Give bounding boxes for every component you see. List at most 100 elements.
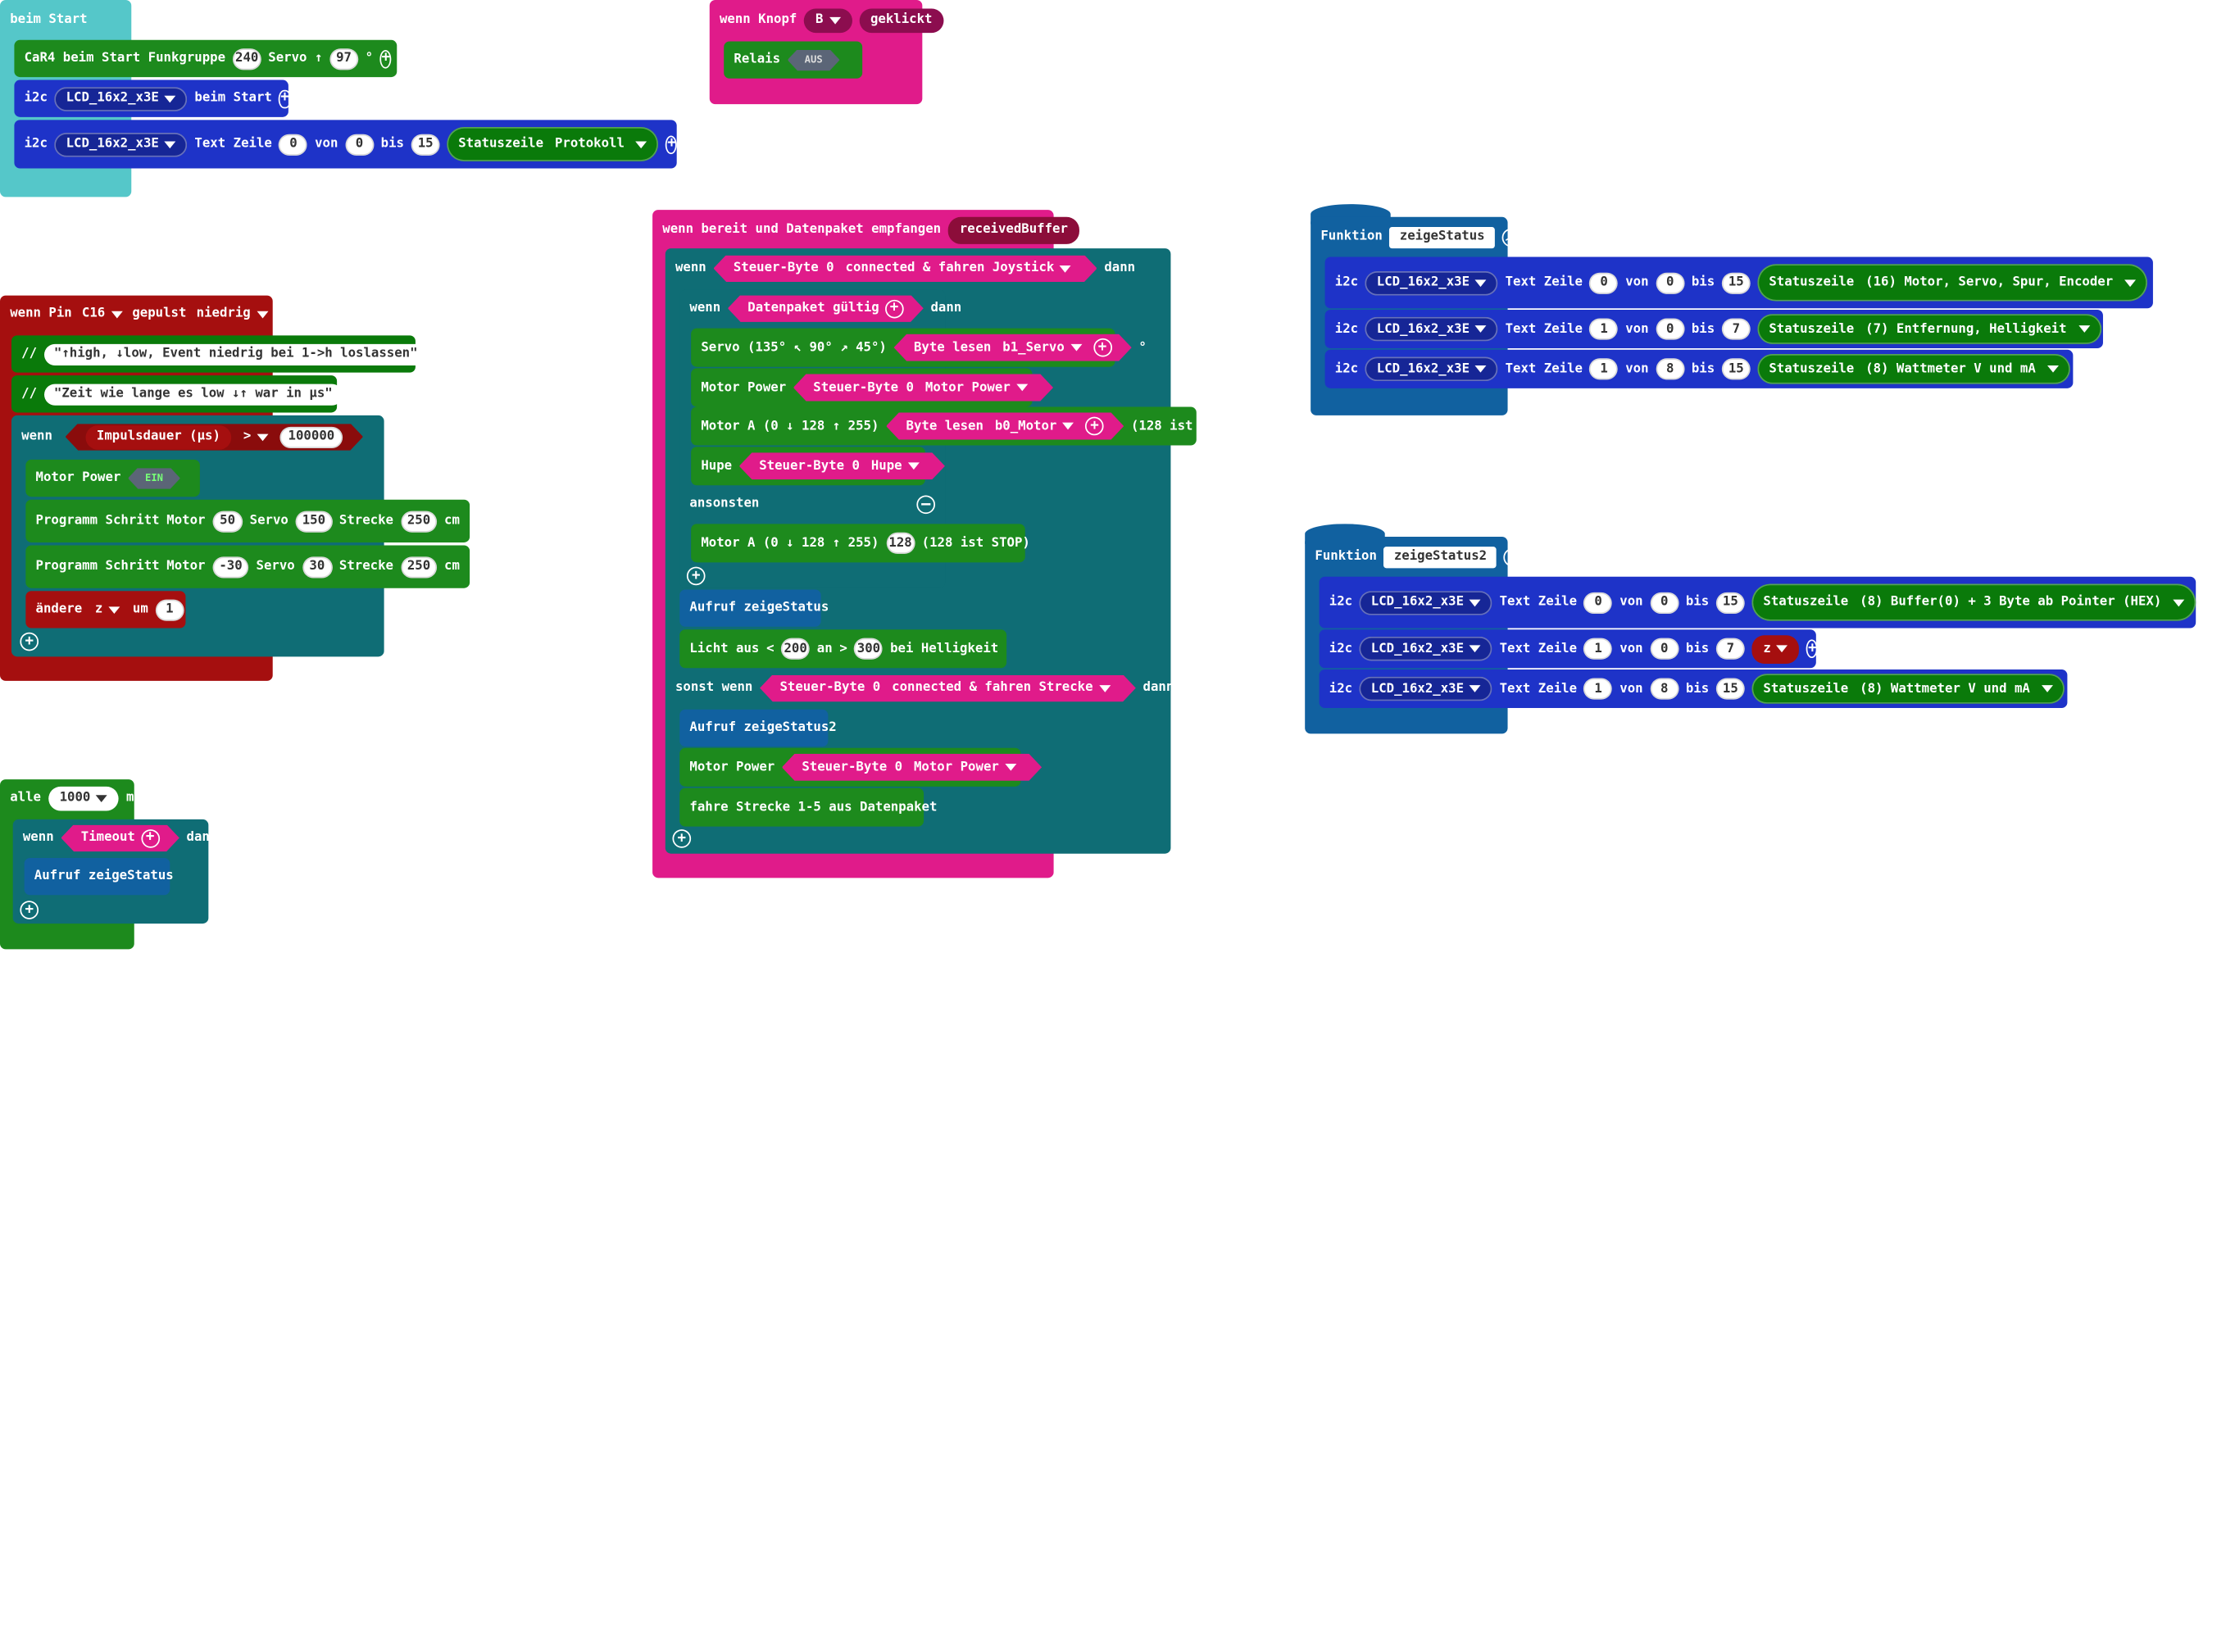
servo-field[interactable]: 97: [329, 48, 358, 70]
lcd-text-block-3[interactable]: i2c LCD_16x2_x3E Text Zeile 1 von 8 bis …: [1319, 669, 2083, 709]
add-else-plus-icon[interactable]: +: [20, 632, 39, 651]
expand-plus-icon[interactable]: +: [2202, 592, 2215, 612]
expand-plus-icon[interactable]: +: [279, 88, 291, 108]
timeout-condition[interactable]: Timeout+: [61, 824, 179, 851]
lcd-text-block-1[interactable]: i2c LCD_16x2_x3E Text Zeile 0 von 0 bis …: [1324, 256, 2166, 309]
program-step-block-2[interactable]: Programm Schritt Motor -30 Servo 30 Stre…: [25, 545, 470, 588]
expand-plus-icon[interactable]: +: [666, 134, 678, 154]
variable-reporter[interactable]: z: [1751, 634, 1800, 664]
to-field[interactable]: 15: [411, 133, 440, 156]
relay-toggle[interactable]: AUS: [788, 49, 840, 70]
row-field[interactable]: 0: [279, 133, 308, 156]
to-field[interactable]: 15: [1715, 678, 1745, 700]
to-field[interactable]: 7: [1715, 638, 1745, 660]
add-else-plus-icon[interactable]: +: [672, 829, 692, 848]
motor-a-field[interactable]: 128: [886, 532, 915, 554]
relay-block[interactable]: Relais AUS: [724, 41, 863, 79]
chevron-up-icon[interactable]: ︿: [1501, 227, 1521, 247]
button-dropdown[interactable]: B: [804, 7, 852, 33]
to-field[interactable]: 7: [1721, 318, 1751, 340]
lcd-device-dropdown[interactable]: LCD_16x2_x3E: [1365, 316, 1498, 342]
expand-plus-icon[interactable]: +: [141, 828, 160, 847]
servo-field[interactable]: 150: [295, 510, 333, 532]
lcd-device-dropdown[interactable]: LCD_16x2_x3E: [1365, 356, 1498, 382]
remove-else-minus-icon[interactable]: −: [916, 494, 936, 514]
to-field[interactable]: 15: [1721, 358, 1751, 380]
lcd-device-dropdown[interactable]: LCD_16x2_x3E: [54, 86, 188, 111]
byte-dropdown[interactable]: b1_Servo: [997, 335, 1087, 360]
status-line-dropdown[interactable]: Statuszeile(8) Buffer(0) + 3 Byte ab Poi…: [1751, 583, 2196, 621]
chevron-up-icon[interactable]: ︿: [1504, 547, 1523, 566]
lcd-text-block-1[interactable]: i2c LCD_16x2_x3E Text Zeile 0 von 0 bis …: [1319, 576, 2215, 629]
lcd-text-block[interactable]: i2c LCD_16x2_x3E Text Zeile 0 von 0 bis …: [14, 120, 678, 169]
servo-field[interactable]: 30: [302, 556, 333, 578]
status-line-dropdown[interactable]: Statuszeile(16) Motor, Servo, Spur, Enco…: [1757, 264, 2147, 302]
lcd-text-block-2[interactable]: i2c LCD_16x2_x3E Text Zeile 1 von 0 bis …: [1324, 310, 2120, 349]
lcd-init-block[interactable]: i2c LCD_16x2_x3E beim Start +: [14, 79, 291, 117]
light-off-block[interactable]: Licht aus < 200 an > 300 bei Helligkeit: [679, 629, 1007, 669]
mode-dropdown[interactable]: connected & fahren Strecke: [886, 676, 1115, 701]
expand-plus-icon[interactable]: +: [2077, 359, 2089, 379]
expand-plus-icon[interactable]: +: [885, 299, 904, 318]
expand-plus-icon[interactable]: +: [1093, 338, 1112, 357]
drive-route-block[interactable]: fahre Strecke 1-5 aus Datenpaket: [679, 787, 937, 827]
from-field[interactable]: 8: [1650, 678, 1679, 700]
expand-plus-icon[interactable]: +: [1085, 417, 1104, 436]
lcd-text-block-3[interactable]: i2c LCD_16x2_x3E Text Zeile 1 von 8 bis …: [1324, 349, 2089, 388]
row-field[interactable]: 1: [1589, 358, 1619, 380]
lcd-device-dropdown[interactable]: LCD_16x2_x3E: [1359, 636, 1492, 661]
row-field[interactable]: 1: [1583, 638, 1613, 660]
call-zeigeStatus-block[interactable]: Aufruf zeigeStatus: [24, 857, 174, 896]
motor-power-toggle[interactable]: EIN: [128, 468, 180, 489]
lcd-device-dropdown[interactable]: LCD_16x2_x3E: [54, 132, 188, 157]
mode-dropdown[interactable]: connected & fahren Joystick: [840, 256, 1078, 281]
program-step-block-1[interactable]: Programm Schritt Motor 50 Servo 150 Stre…: [25, 499, 470, 542]
add-else-plus-icon[interactable]: +: [686, 566, 706, 586]
from-field[interactable]: 0: [1656, 271, 1685, 293]
high-threshold-field[interactable]: 300: [854, 638, 884, 660]
variable-dropdown[interactable]: z: [89, 597, 125, 622]
car4-start-block[interactable]: CaR4 beim Start Funkgruppe 240 Servo ↑ 9…: [14, 39, 397, 78]
to-field[interactable]: 15: [1721, 271, 1751, 293]
status-line-dropdown[interactable]: Statuszeile(8) Wattmeter V und mA: [1757, 354, 2070, 384]
motor-field[interactable]: -30: [212, 556, 249, 578]
lcd-text-block-2[interactable]: i2c LCD_16x2_x3E Text Zeile 1 von 0 bis …: [1319, 629, 1819, 669]
interval-dropdown[interactable]: 1000: [48, 785, 120, 810]
radio-group-field[interactable]: 240: [232, 48, 261, 70]
received-buffer-reporter[interactable]: receivedBuffer: [947, 216, 1079, 244]
from-field[interactable]: 8: [1656, 358, 1685, 380]
lcd-device-dropdown[interactable]: LCD_16x2_x3E: [1359, 676, 1492, 701]
button-event-dropdown[interactable]: geklickt: [859, 7, 944, 33]
change-value-field[interactable]: 1: [155, 598, 184, 620]
level-dropdown[interactable]: niedrig: [193, 302, 270, 326]
status-line-dropdown[interactable]: Statuszeile(8) Wattmeter V und mA: [1751, 674, 2065, 704]
function-name-field[interactable]: zeigeStatus2: [1383, 546, 1497, 568]
lcd-device-dropdown[interactable]: LCD_16x2_x3E: [1365, 270, 1498, 295]
motor-power-block[interactable]: Motor Power EIN: [25, 459, 200, 497]
from-field[interactable]: 0: [1650, 638, 1679, 660]
expand-plus-icon[interactable]: +: [1806, 639, 1819, 659]
to-field[interactable]: 15: [1715, 592, 1745, 614]
comment-block-1[interactable]: // "↑high, ↓low, Event niedrig bei 1->h …: [11, 335, 428, 373]
from-field[interactable]: 0: [1650, 592, 1679, 614]
comment-block-2[interactable]: // "Zeit wie lange es low ↓↑ war in µs": [11, 375, 343, 413]
row-field[interactable]: 0: [1583, 592, 1613, 614]
expand-plus-icon[interactable]: +: [379, 49, 392, 68]
compare-block[interactable]: Impulsdauer (µs) > 100000: [66, 424, 363, 451]
mode-dropdown[interactable]: Motor Power: [920, 375, 1033, 400]
mode-dropdown[interactable]: Motor Power: [908, 756, 1022, 780]
call-zeigeStatus2-block[interactable]: Aufruf zeigeStatus2: [679, 709, 837, 747]
motor-field[interactable]: 50: [212, 510, 243, 532]
status-line-dropdown[interactable]: Statuszeile(7) Entfernung, Helligkeit: [1757, 314, 2101, 344]
